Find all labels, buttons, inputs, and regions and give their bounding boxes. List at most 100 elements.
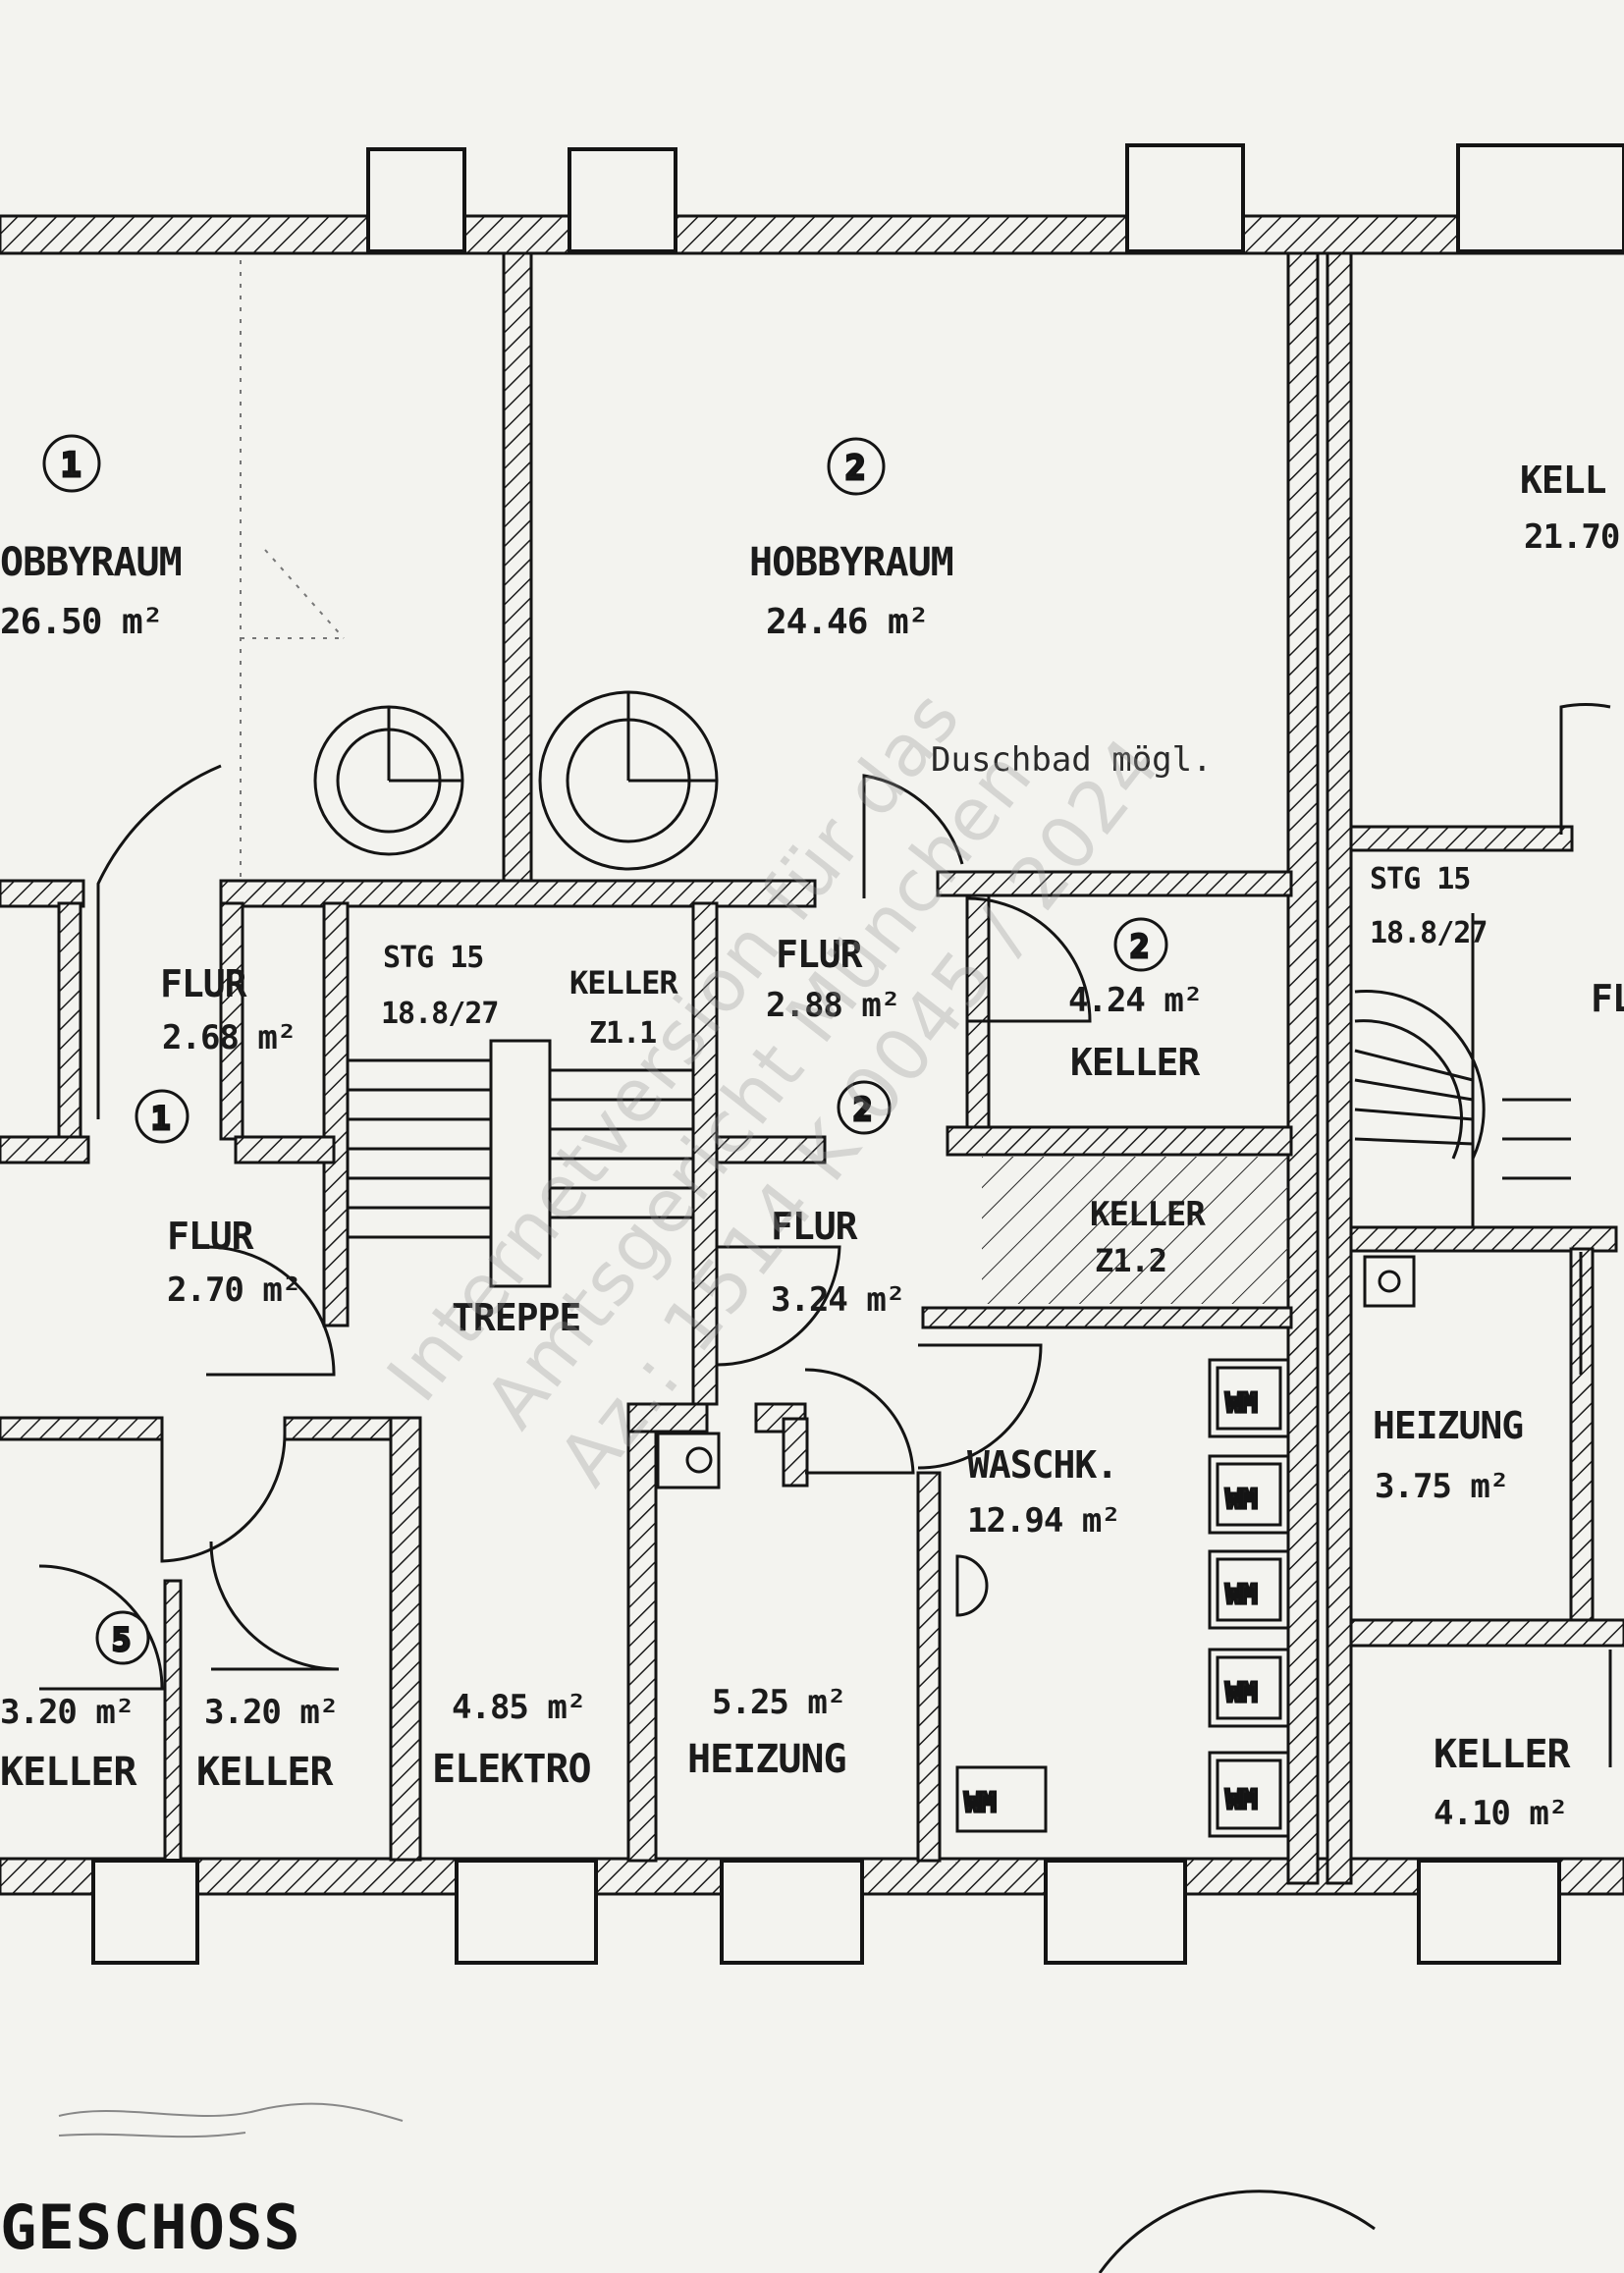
heizung-right-area: 3.75 m² [1375, 1467, 1508, 1506]
keller-right-bottom-area: 4.10 m² [1434, 1794, 1567, 1833]
dotted-area [240, 260, 345, 879]
keller-small-area: 4.24 m² [1068, 981, 1202, 1020]
sink-waschk [955, 1554, 989, 1617]
wall-party-left [1286, 251, 1320, 1885]
window-top-1 [366, 147, 466, 253]
wall-elektro-left [389, 1416, 422, 1862]
keller-a-name: KELLER [0, 1750, 137, 1795]
flur-d-name: FLUR [771, 1205, 858, 1248]
wm-6-label: WM [964, 1786, 996, 1818]
keller-small-name: KELLER [1070, 1041, 1200, 1084]
wm-1-label: WM [1225, 1386, 1257, 1419]
flur-d-area: 3.24 m² [771, 1280, 904, 1320]
flur-b-area: 2.88 m² [766, 986, 899, 1025]
keller-right-bottom-name: KELLER [1434, 1732, 1571, 1777]
wall-top-exterior [0, 214, 1624, 255]
wall-flur-a-left [57, 901, 82, 1141]
flur-c-name: FLUR [167, 1215, 254, 1258]
wm-4-label: WM [1225, 1676, 1257, 1708]
wm-4: WM [1208, 1648, 1290, 1728]
flur-edge-name: FL [1591, 977, 1624, 1020]
wall-mid-left [0, 1135, 90, 1164]
door-waschk [917, 1343, 1043, 1470]
door-keller-small [966, 896, 1092, 1023]
stg-left-line1: STG 15 [383, 941, 483, 975]
keller-hatched-line1: KELLER [1090, 1195, 1206, 1234]
keller-hatched-line2: Z1.2 [1095, 1242, 1166, 1279]
unit-marker-5: 5 [95, 1610, 150, 1665]
stairs [348, 913, 1571, 1288]
unit-markers: 1 2 2 1 2 5 [42, 434, 1168, 1665]
wm-2: WM [1208, 1454, 1290, 1535]
wall-mid-mid [234, 1135, 336, 1164]
wm-3: WM [1208, 1549, 1290, 1630]
window-bottom-2 [455, 1859, 598, 1965]
wm-5: WM [1208, 1751, 1290, 1838]
wall-heizung-right2 [916, 1471, 942, 1863]
unit-marker-1b: 1 [135, 1089, 189, 1144]
door-flur-d [716, 1245, 841, 1367]
wall-heizung-right [782, 1417, 809, 1488]
room-labels: OBBYRAUM 26.50 m² HOBBYRAUM 24.46 m² Dus… [0, 459, 1624, 1833]
washing-machines: WM WM WM WM WM WM [955, 1358, 1290, 1838]
wall-waschk-top [921, 1306, 1293, 1329]
svg-text:5: 5 [112, 1621, 130, 1658]
heizung-mid-name: HEIZUNG [687, 1737, 846, 1782]
boiler-mid-dot [685, 1446, 713, 1474]
waschk-name: WASCHK. [967, 1443, 1117, 1487]
wall-hobby-divider [502, 251, 533, 884]
wm-5-label: WM [1225, 1783, 1257, 1815]
wall-stair-left [322, 901, 350, 1327]
flur-c-area: 2.70 m² [167, 1271, 300, 1310]
window-top-3 [1125, 143, 1245, 253]
wall-right-upper [1349, 825, 1574, 852]
unit-marker-2c: 2 [837, 1080, 892, 1135]
keller-right-top-area: 21.70 [1524, 517, 1619, 557]
svg-text:1: 1 [61, 446, 80, 485]
stg-left-line2: 18.8/27 [381, 997, 498, 1031]
fixtures [313, 690, 1416, 1617]
stair-right [1354, 913, 1571, 1227]
wall-under-hobby-right [936, 870, 1293, 897]
heizung-right-name: HEIZUNG [1373, 1404, 1523, 1447]
stg-right-line1: STG 15 [1370, 862, 1470, 896]
unit-marker-2a: 2 [827, 437, 886, 496]
stg-right-line2: 18.8/27 [1370, 916, 1487, 950]
wall-lower-left [0, 1416, 164, 1441]
stair-left [348, 1039, 693, 1288]
keller-a-area: 3.20 m² [0, 1693, 134, 1732]
partial-arc-bottom [1098, 2190, 1376, 2273]
wall-under-hobby-mid [219, 879, 817, 908]
window-bottom-3 [720, 1859, 864, 1965]
drain-fixture-1 [313, 705, 464, 856]
hobby1-area: 26.50 m² [0, 602, 162, 642]
keller-right-top-name: KELL [1520, 459, 1606, 502]
door-flur-c [205, 1245, 336, 1377]
watermark-line2: Amtsgericht München [469, 734, 1050, 1443]
svg-text:1: 1 [151, 1100, 169, 1137]
svg-text:2: 2 [845, 449, 864, 488]
door-lower-left [160, 1433, 287, 1563]
wall-keller-a-b [163, 1579, 183, 1867]
wm-6: WM [955, 1765, 1048, 1833]
elektro-name: ELEKTRO [432, 1747, 591, 1792]
hatched-keller-z12 [982, 1157, 1288, 1304]
window-top-4 [1456, 143, 1624, 253]
door-keller-b [209, 1541, 340, 1671]
keller-b-area: 3.20 m² [204, 1693, 338, 1732]
svg-text:2: 2 [1130, 928, 1148, 965]
wm-1: WM [1208, 1358, 1290, 1438]
wall-flur-a-right [219, 901, 244, 1141]
window-bottom-4 [1044, 1859, 1187, 1965]
window-bottom-5 [1417, 1859, 1561, 1965]
unit-marker-2b: 2 [1113, 917, 1168, 972]
hobby2-name: HOBBYRAUM [749, 540, 953, 585]
window-top-2 [568, 147, 677, 253]
signature-scribble [58, 2102, 404, 2138]
treppe-name: TREPPE [452, 1296, 580, 1339]
door-heizung-mid [804, 1368, 915, 1475]
wm-2-label: WM [1225, 1483, 1257, 1515]
doors [38, 703, 1612, 1767]
wall-heizung-top [626, 1402, 709, 1434]
